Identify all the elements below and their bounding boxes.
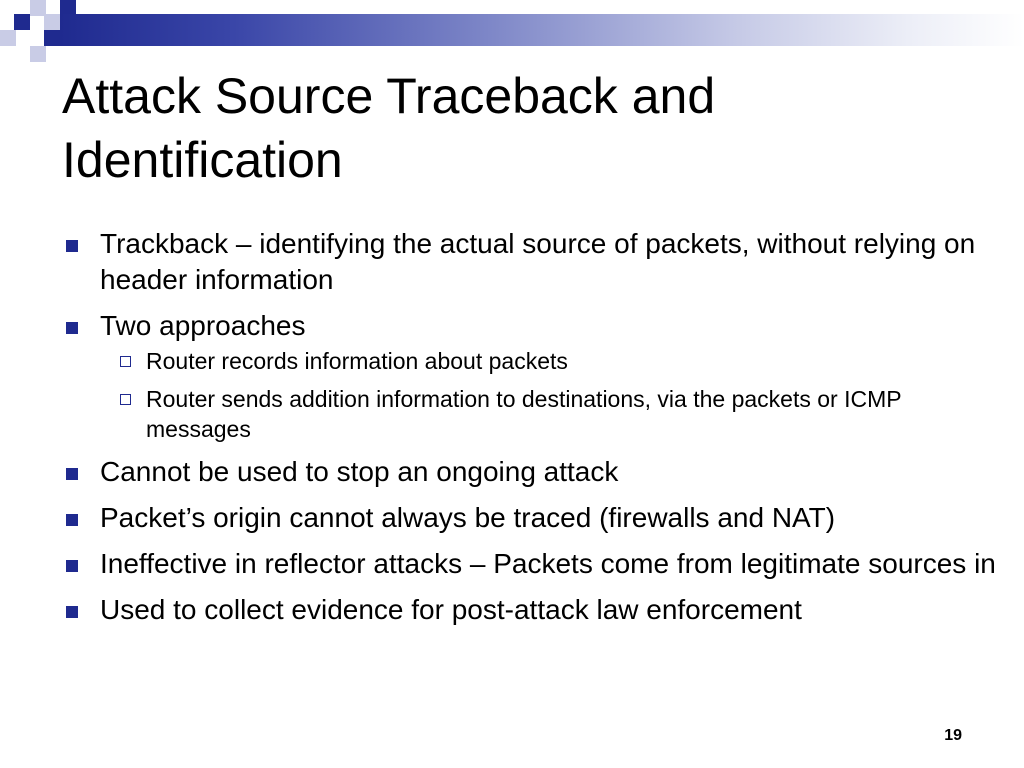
- bullet-item: Trackback – identifying the actual sourc…: [62, 226, 1002, 298]
- bullet-item: Used to collect evidence for post-attack…: [62, 592, 1002, 628]
- corner-square-light: [0, 30, 16, 46]
- bullet-text: Two approaches: [100, 310, 306, 341]
- sub-bullet-item: Router sends addition information to des…: [100, 384, 1002, 444]
- corner-square-light: [30, 46, 46, 62]
- square-bullet-icon: [66, 560, 78, 572]
- hollow-square-bullet-icon: [120, 394, 131, 405]
- hollow-square-bullet-icon: [120, 356, 131, 367]
- bullet-text: Used to collect evidence for post-attack…: [100, 594, 802, 625]
- corner-square-dark: [60, 0, 76, 14]
- square-bullet-icon: [66, 468, 78, 480]
- bullet-text: Cannot be used to stop an ongoing attack: [100, 456, 619, 487]
- square-bullet-icon: [66, 322, 78, 334]
- bullet-list: Trackback – identifying the actual sourc…: [62, 226, 1002, 638]
- page-number: 19: [944, 727, 962, 744]
- header-gradient-bar: [60, 14, 1024, 46]
- bullet-item: Packet’s origin cannot always be traced …: [62, 500, 1002, 536]
- sub-bullet-list: Router records information about packets…: [100, 346, 1002, 444]
- corner-square-dark: [44, 30, 60, 46]
- sub-bullet-text: Router records information about packets: [146, 348, 568, 374]
- corner-square-light: [44, 14, 60, 30]
- square-bullet-icon: [66, 514, 78, 526]
- bullet-item: Ineffective in reflector attacks – Packe…: [62, 546, 1002, 582]
- corner-square-light: [30, 0, 46, 16]
- bullet-item: Cannot be used to stop an ongoing attack: [62, 454, 1002, 490]
- square-bullet-icon: [66, 240, 78, 252]
- bullet-text: Ineffective in reflector attacks – Packe…: [100, 548, 996, 579]
- corner-square-dark: [14, 14, 30, 30]
- slide-title: Attack Source Traceback and Identificati…: [62, 68, 716, 188]
- sub-bullet-text: Router sends addition information to des…: [146, 386, 902, 442]
- square-bullet-icon: [66, 606, 78, 618]
- bullet-text: Packet’s origin cannot always be traced …: [100, 502, 836, 533]
- sub-bullet-item: Router records information about packets: [100, 346, 1002, 376]
- corner-decoration: [0, 0, 90, 70]
- bullet-text: Trackback – identifying the actual sourc…: [100, 228, 976, 295]
